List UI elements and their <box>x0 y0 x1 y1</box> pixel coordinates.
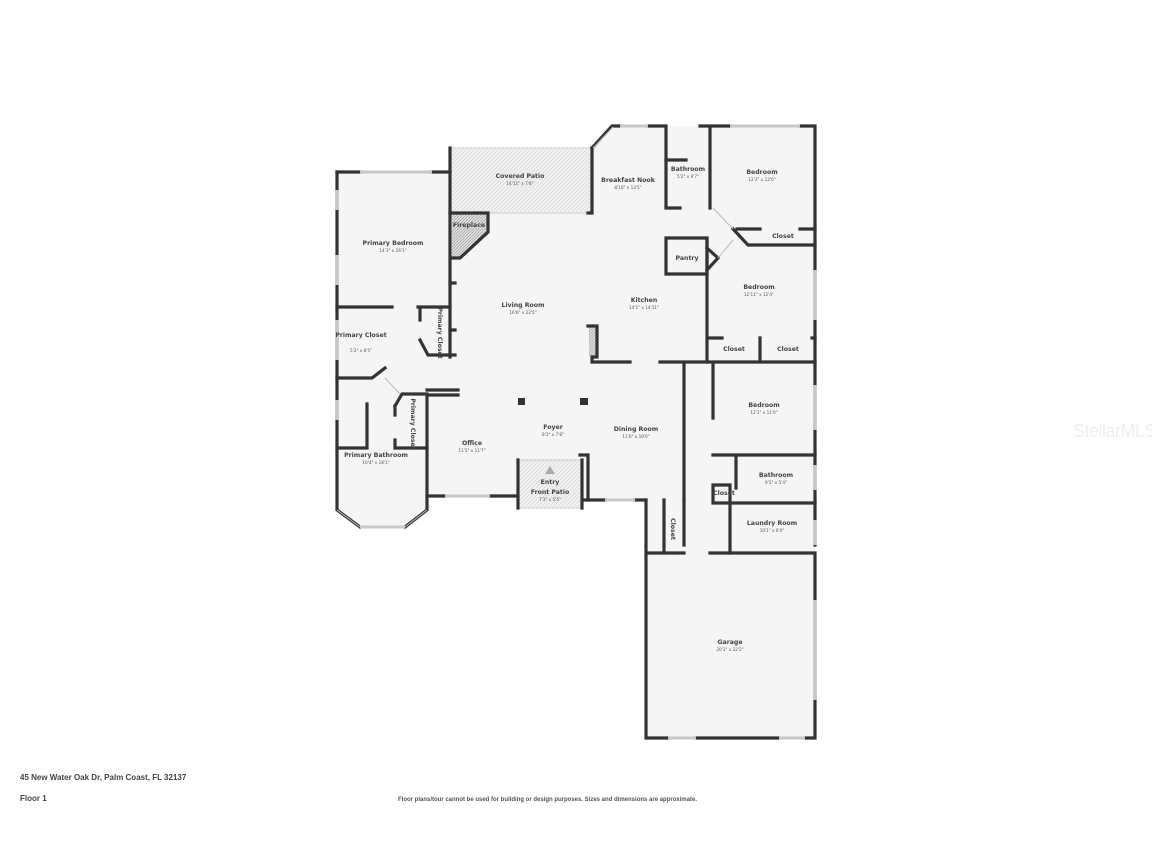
garage-dims: 20'3" x 22'2" <box>716 647 743 652</box>
room-labels: Covered Patio 14'11" x 7'8" Breakfast No… <box>335 166 799 652</box>
primary-bathroom-label: Primary Bathroom <box>344 452 408 459</box>
primary-closet-1-dims: 5'2" x 8'5" <box>350 348 372 353</box>
closet-5-label: Closet <box>669 518 676 540</box>
primary-bedroom-label: Primary Bedroom <box>363 240 424 247</box>
bedroom-2-dims: 12'11" x 12'4" <box>744 292 774 297</box>
bedroom-3-dims: 12'1" x 11'0" <box>750 410 777 415</box>
floor-label: Floor 1 <box>20 794 47 803</box>
closet-1-label: Closet <box>772 233 794 240</box>
primary-bathroom-dims: 10'4" x 18'1" <box>362 460 389 465</box>
address: 45 New Water Oak Dr, Palm Coast, FL 3213… <box>20 773 187 782</box>
windows <box>335 124 817 740</box>
bathroom-2-dims: 9'2" x 5'4" <box>765 480 787 485</box>
closet-2-label: Closet <box>723 346 745 353</box>
walls <box>335 124 817 740</box>
primary-bedroom-dims: 14'3" x 16'1" <box>379 248 406 253</box>
kitchen-dims: 14'1" x 14'11" <box>629 305 659 310</box>
bedroom-1-dims: 12'2" x 12'0" <box>748 177 775 182</box>
breakfast-nook-dims: 8'10" x 13'5" <box>614 185 641 190</box>
dining-room-label: Dining Room <box>614 426 659 433</box>
front-patio-dims: 7'3" x 5'5" <box>539 497 561 502</box>
living-room-label: Living Room <box>502 302 545 309</box>
laundry-room-dims: 10'1" x 6'0" <box>760 528 785 533</box>
bedroom-3-label: Bedroom <box>748 402 779 409</box>
fireplace-hatch <box>452 214 488 258</box>
breakfast-nook-label: Breakfast Nook <box>601 177 656 184</box>
foyer-label: Foyer <box>543 424 563 431</box>
covered-patio-label: Covered Patio <box>496 173 545 180</box>
primary-closet-1-label: Primary Closet <box>335 332 386 339</box>
fireplace-label: Fireplace <box>453 222 485 229</box>
foyer-dims: 8'2" x 7'8" <box>542 432 564 437</box>
entry-arrow-icon <box>545 466 555 474</box>
watermark-logo: StellarMLS <box>1073 421 1152 441</box>
primary-closet-2-label: Primary Closet <box>436 307 443 358</box>
living-room-dims: 16'6" x 22'5" <box>509 310 536 315</box>
bathroom-1-label: Bathroom <box>671 166 705 173</box>
primary-closet-3-label: Primary Closet <box>409 398 416 449</box>
kitchen-label: Kitchen <box>631 297 658 304</box>
garage-label: Garage <box>717 639 742 646</box>
entry-label: Entry <box>541 479 560 486</box>
dining-room-dims: 11'6" x 18'0" <box>622 434 649 439</box>
covered-patio-dims: 14'11" x 7'8" <box>506 181 533 186</box>
pantry-label: Pantry <box>676 255 699 262</box>
floor-area <box>337 126 815 738</box>
laundry-room-label: Laundry Room <box>747 520 797 527</box>
bathroom-2-label: Bathroom <box>759 472 793 479</box>
closet-3-label: Closet <box>777 346 799 353</box>
closet-4-label: Closet <box>713 490 735 497</box>
disclaimer: Floor plans/tour cannot be used for buil… <box>398 797 698 803</box>
covered-patio-area <box>449 147 593 214</box>
bedroom-1-label: Bedroom <box>746 169 777 176</box>
bedroom-2-label: Bedroom <box>743 284 774 291</box>
office-dims: 11'2" x 11'7" <box>458 448 485 453</box>
bathroom-1-dims: 5'2" x 9'7" <box>677 174 699 179</box>
front-patio-label: Front Patio <box>531 489 570 496</box>
office-label: Office <box>462 440 482 447</box>
